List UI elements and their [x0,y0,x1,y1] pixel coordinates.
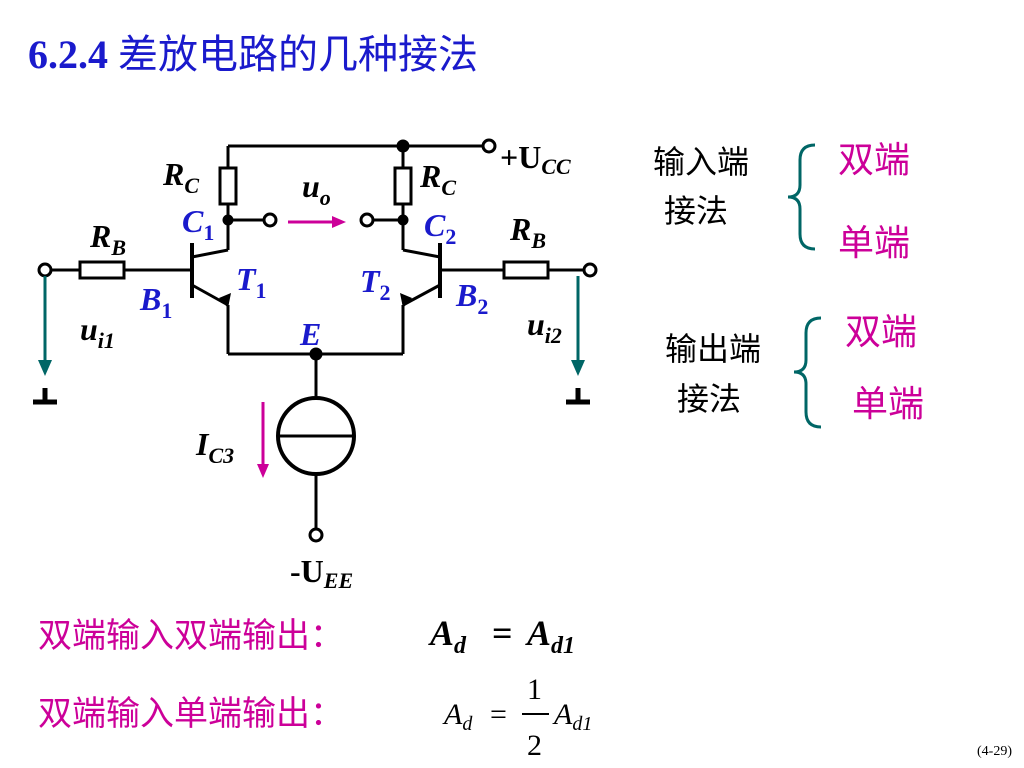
rb2-label: RB [509,211,546,253]
output-option-single: 单端 [852,384,924,425]
formula1-label: 双端输入双端输出： [38,616,344,656]
rc1-resistor [218,166,238,206]
circuit-diagram [33,138,598,543]
vee-label: -UEE [290,553,353,593]
title-text: 差放电路的几种接法 [118,32,478,78]
ui1-label: ui1 [80,311,115,353]
title-number: 6.2.4 [28,32,108,77]
output1-terminal [262,212,278,228]
formula2-numerator: 1 [527,673,542,706]
t1-emitter-arrow-icon [219,293,231,308]
c2-label: C2 [424,207,456,249]
output-brace-icon [793,316,822,429]
rb1-label: RB [89,218,126,260]
formula2-denominator: 2 [527,729,542,762]
input-group-label-line2: 接法 [664,192,728,230]
output-group-label-line2: 接法 [677,380,741,418]
vee-terminal [308,527,324,543]
c1-label: C1 [182,203,214,245]
formula1-lhs: Ad [428,613,467,659]
t2-emitter-arrow-icon [400,293,412,308]
input-connection-group: 输入端 接法 双端 单端 [653,140,910,264]
output-group-label-line1: 输出端 [665,330,761,368]
input-option-double: 双端 [838,140,910,181]
page-number: (4-29) [977,744,1012,759]
formula1-rhs: Ad1 [525,613,575,659]
output-connection-group: 输出端 接法 双端 单端 [665,312,924,429]
formula-single-output: 双端输入单端输出： Ad = 1 2 Ad1 [38,673,592,762]
t2-label: T2 [360,263,391,305]
input1-terminal [37,262,53,278]
input-brace-icon [787,143,816,251]
b1-label: B1 [139,281,172,323]
formula1-eq: = [492,613,513,653]
output2-terminal [359,212,375,228]
rb1-resistor [78,260,126,280]
uo-label: uo [302,168,331,210]
output-option-double: 双端 [845,312,917,353]
ic3-label: IC3 [195,426,234,468]
input2-terminal [582,262,598,278]
vcc-terminal [481,138,497,154]
formula2-eq: = [490,698,507,731]
input-option-single: 单端 [838,223,910,264]
rc2-resistor [393,166,413,206]
rb2-resistor [502,260,550,280]
t1-label: T1 [236,261,267,303]
rc2-label: RC [419,158,456,200]
input-group-label-line1: 输入端 [653,143,749,181]
formula-double-output: 双端输入双端输出： Ad = Ad1 [38,613,575,659]
formula2-label: 双端输入单端输出： [38,694,344,734]
vcc-label: +UCC [500,139,571,179]
b2-label: B2 [455,277,488,319]
e-label: E [299,316,321,352]
rc1-label: RC [162,156,199,198]
formula2-rhs: Ad1 [552,698,592,735]
ui2-label: ui2 [527,306,562,348]
formula2-lhs: Ad [442,698,473,735]
slide-title: 6.2.4 差放电路的几种接法 [28,22,478,80]
